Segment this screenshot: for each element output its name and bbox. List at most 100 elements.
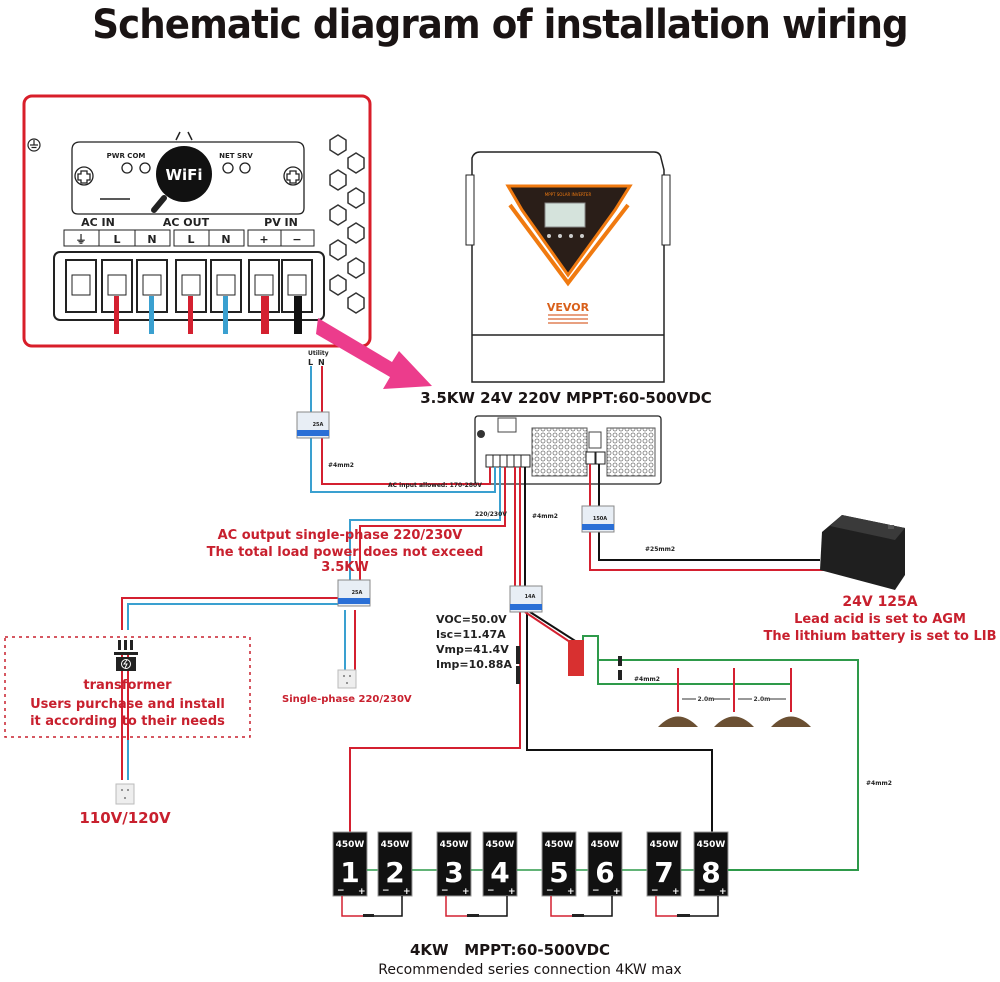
svg-text:−: − (441, 886, 449, 896)
svg-text:14A: 14A (525, 594, 536, 600)
group-label-ac-in: AC IN (81, 216, 115, 229)
utility-gauge-label: #4mm2 (328, 462, 354, 469)
ground-icon (27, 138, 41, 152)
ground-gauge-label: #4mm2 (634, 676, 660, 683)
terminal-label: + (259, 233, 268, 246)
wire (188, 296, 193, 334)
panel-power: 450W (591, 840, 620, 850)
battery-gauge-label: #25mm2 (645, 546, 675, 553)
terminal-label: L (113, 233, 120, 246)
socket-icon (337, 669, 357, 689)
terminal-label: L (187, 233, 194, 246)
panel-number: 5 (549, 856, 568, 889)
vent-pattern (329, 134, 365, 314)
ground-long-gauge-label: #4mm2 (866, 780, 892, 787)
panel-number: 1 (340, 856, 359, 889)
ac-input-label: AC input allowed: 170-280V (388, 482, 482, 489)
socket-icon (115, 783, 135, 805)
wifi-label: WiFi (165, 166, 202, 184)
battery-line1: Lead acid is set to AGM (794, 612, 966, 627)
svg-text:−: − (698, 886, 706, 896)
svg-text:−: − (487, 886, 495, 896)
footer-line2: Recommended series connection 4KW max (378, 962, 682, 978)
terminal-label: N (147, 233, 156, 246)
terminal-label: ⏚ (76, 233, 87, 246)
pv-specs: VOC=50.0V Isc=11.47A Vmp=41.4V Imp=10.88… (436, 612, 512, 672)
breaker-battery: 150A (581, 505, 615, 533)
wire (261, 296, 269, 334)
wire (149, 296, 154, 334)
pointer-arrow (316, 318, 432, 389)
transformer-line1: Users purchase and install (30, 697, 225, 712)
led-label-left: PWR COM (107, 152, 146, 160)
panel-power: 450W (336, 840, 365, 850)
svg-text:150A: 150A (593, 516, 607, 522)
status-leds (121, 162, 251, 174)
pv-spec-vmp: Vmp=41.4V (436, 643, 509, 656)
svg-text:+: + (672, 887, 680, 897)
inverter-front: MPPT SOLAR INVERTER VEVOR (465, 151, 671, 383)
panel-power: 450W (381, 840, 410, 850)
svg-text:−: − (382, 886, 390, 896)
inverter-panel-title: MPPT SOLAR INVERTER (545, 192, 592, 197)
inverter-spec: 3.5KW 24V 220V MPPT:60-500VDC (420, 389, 712, 407)
solar-panel: 450W 7− + (646, 831, 682, 897)
panel-number: 4 (490, 856, 509, 889)
inverter-bottom-view (474, 415, 662, 485)
ac-output-line2: The total load power does not exceed 3.5… (206, 545, 484, 575)
transformer-output: 110V/120V (79, 809, 171, 827)
terminal-slot[interactable] (101, 259, 133, 313)
inverter-brand: VEVOR (547, 301, 590, 314)
svg-text:+: + (508, 887, 516, 897)
panel-number: 7 (654, 856, 673, 889)
led-label-right: NET SRV (219, 152, 253, 160)
battery-line2: The lithium battery is set to LIB (763, 629, 997, 644)
ground-rod-mounds (658, 716, 811, 727)
terminal-label: − (292, 233, 301, 246)
pv-spec-voc: VOC=50.0V (436, 613, 507, 626)
panel-number: 2 (385, 856, 404, 889)
panel-power: 450W (697, 840, 726, 850)
utility-l: L (308, 358, 313, 367)
svg-text:+: + (403, 887, 411, 897)
spacing-label: 2.0m (754, 696, 771, 703)
pv-spec-isc: Isc=11.47A (436, 628, 506, 641)
battery-spec: 24V 125A (842, 594, 918, 610)
wire (114, 296, 119, 334)
utility-n: N (318, 358, 325, 367)
breaker-output: 25A (337, 579, 371, 607)
pv-spec-imp: Imp=10.88A (436, 658, 512, 671)
breaker-pv: 14A (509, 585, 543, 613)
wifi-antenna-icon: WiFi (151, 146, 212, 213)
page-title: Schematic diagram of installation wiring (92, 2, 908, 48)
wire (223, 296, 228, 334)
panel-power: 450W (650, 840, 679, 850)
panel-number: 6 (595, 856, 614, 889)
svg-text:−: − (546, 886, 554, 896)
terminal-label: N (221, 233, 230, 246)
mc4-connector-icon (516, 646, 622, 684)
solar-panel: 450W 2− + (377, 831, 413, 897)
transformer-box (4, 636, 251, 738)
pv-gauge-label: #4mm2 (532, 513, 558, 520)
transformer-label: transformer (83, 678, 172, 693)
solar-panel-array: 450W1−+450W2−+450W3−+450W4−+450W5−+450W6… (332, 831, 760, 917)
group-label-pv-in: PV IN (264, 216, 298, 229)
svg-text:+: + (358, 887, 366, 897)
svg-text:−: − (651, 886, 659, 896)
breaker-utility: 25A (296, 411, 330, 439)
panel-number: 8 (701, 856, 720, 889)
svg-text:25A: 25A (313, 422, 324, 428)
surge-protector (568, 640, 584, 676)
svg-text:25A: 25A (352, 590, 363, 596)
terminal-slot[interactable] (65, 259, 97, 313)
transformer-icon (114, 640, 138, 671)
screw-icon (74, 166, 303, 186)
panel-power: 450W (486, 840, 515, 850)
footer-line1: 4KW MPPT:60-500VDC (409, 941, 611, 959)
svg-text:−: − (337, 886, 345, 896)
